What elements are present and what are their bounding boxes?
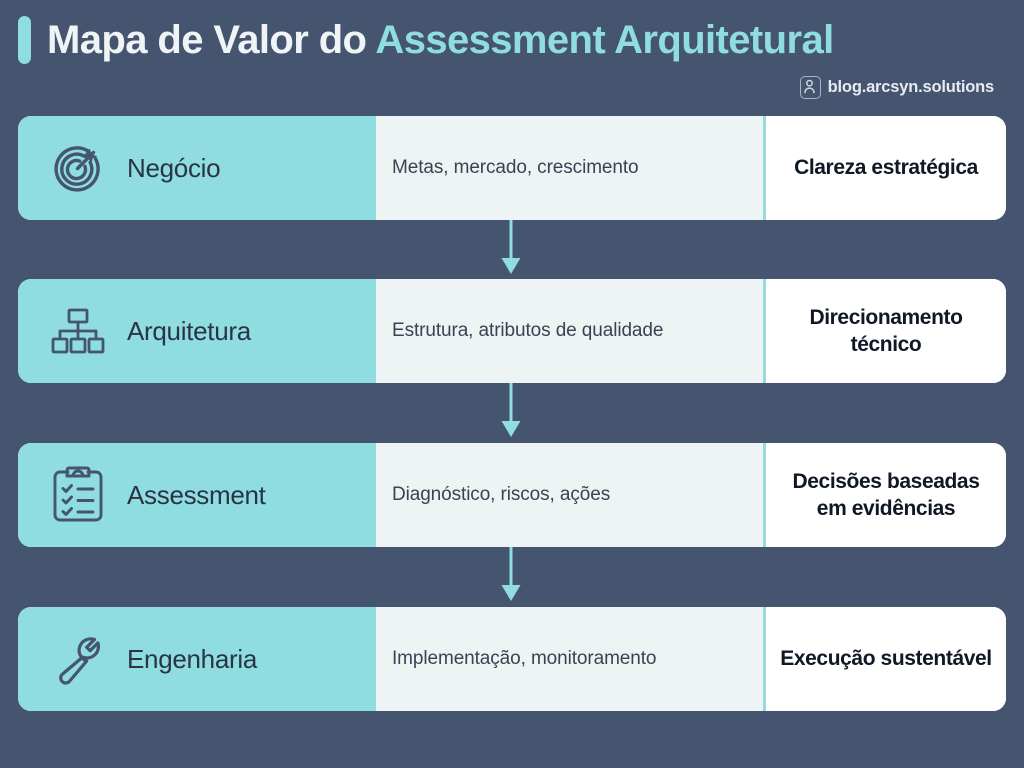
row-outcome: Clareza estratégica <box>794 156 978 180</box>
byline[interactable]: blog.arcsyn.solutions <box>799 76 995 99</box>
row-description: Implementação, monitoramento <box>392 648 657 670</box>
row-description-cell: Estrutura, atributos de qualidade <box>376 279 766 383</box>
table-row[interactable]: Negócio Metas, mercado, crescimento Clar… <box>18 116 1006 220</box>
row-description: Estrutura, atributos de qualidade <box>392 320 664 342</box>
arrow-down-icon <box>498 383 524 441</box>
row-outcome-cell: Decisões baseadas em evidências <box>766 443 1006 547</box>
hierarchy-icon <box>47 300 109 362</box>
table-row[interactable]: Arquitetura Estrutura, atributos de qual… <box>18 279 1006 383</box>
row-description-cell: Diagnóstico, riscos, ações <box>376 443 766 547</box>
row-label-cell: Assessment <box>18 443 376 547</box>
arrow-down-icon <box>498 547 524 605</box>
row-outcome: Direcionamento técnico <box>809 305 963 356</box>
clipboard-check-icon <box>47 464 109 526</box>
person-badge-icon <box>799 76 821 99</box>
row-description: Metas, mercado, crescimento <box>392 157 639 179</box>
row-outcome-cell: Direcionamento técnico <box>766 279 1006 383</box>
title-accent-bar <box>18 16 31 64</box>
row-label: Assessment <box>127 479 266 510</box>
title-accent: Assessment Arquitetural <box>375 18 834 62</box>
row-description-cell: Metas, mercado, crescimento <box>376 116 766 220</box>
row-outcome-cell: Execução sustentável <box>766 607 1006 711</box>
byline-text: blog.arcsyn.solutions <box>827 78 995 96</box>
row-label: Arquitetura <box>127 315 251 346</box>
header: Mapa de Valor do Assessment Arquitetural… <box>0 0 1024 116</box>
row-outcome: Decisões baseadas em evidências <box>792 469 980 520</box>
row-outcome: Execução sustentável <box>780 647 992 671</box>
row-description-cell: Implementação, monitoramento <box>376 607 766 711</box>
row-label: Negócio <box>127 152 221 183</box>
title-text: Mapa de Valor do Assessment Arquitetural <box>47 19 834 61</box>
page-title: Mapa de Valor do Assessment Arquitetural <box>18 16 834 64</box>
wrench-icon <box>47 628 109 690</box>
row-description: Diagnóstico, riscos, ações <box>392 484 611 506</box>
arrow-down-icon <box>498 220 524 278</box>
title-main: Mapa de Valor do <box>47 18 376 62</box>
table-row[interactable]: Engenharia Implementação, monitoramento … <box>18 607 1006 711</box>
row-label-cell: Engenharia <box>18 607 376 711</box>
row-label-cell: Arquitetura <box>18 279 376 383</box>
row-outcome-cell: Clareza estratégica <box>766 116 1006 220</box>
row-label: Engenharia <box>127 643 257 674</box>
row-label-cell: Negócio <box>18 116 376 220</box>
table-row[interactable]: Assessment Diagnóstico, riscos, ações De… <box>18 443 1006 547</box>
target-icon <box>47 137 109 199</box>
